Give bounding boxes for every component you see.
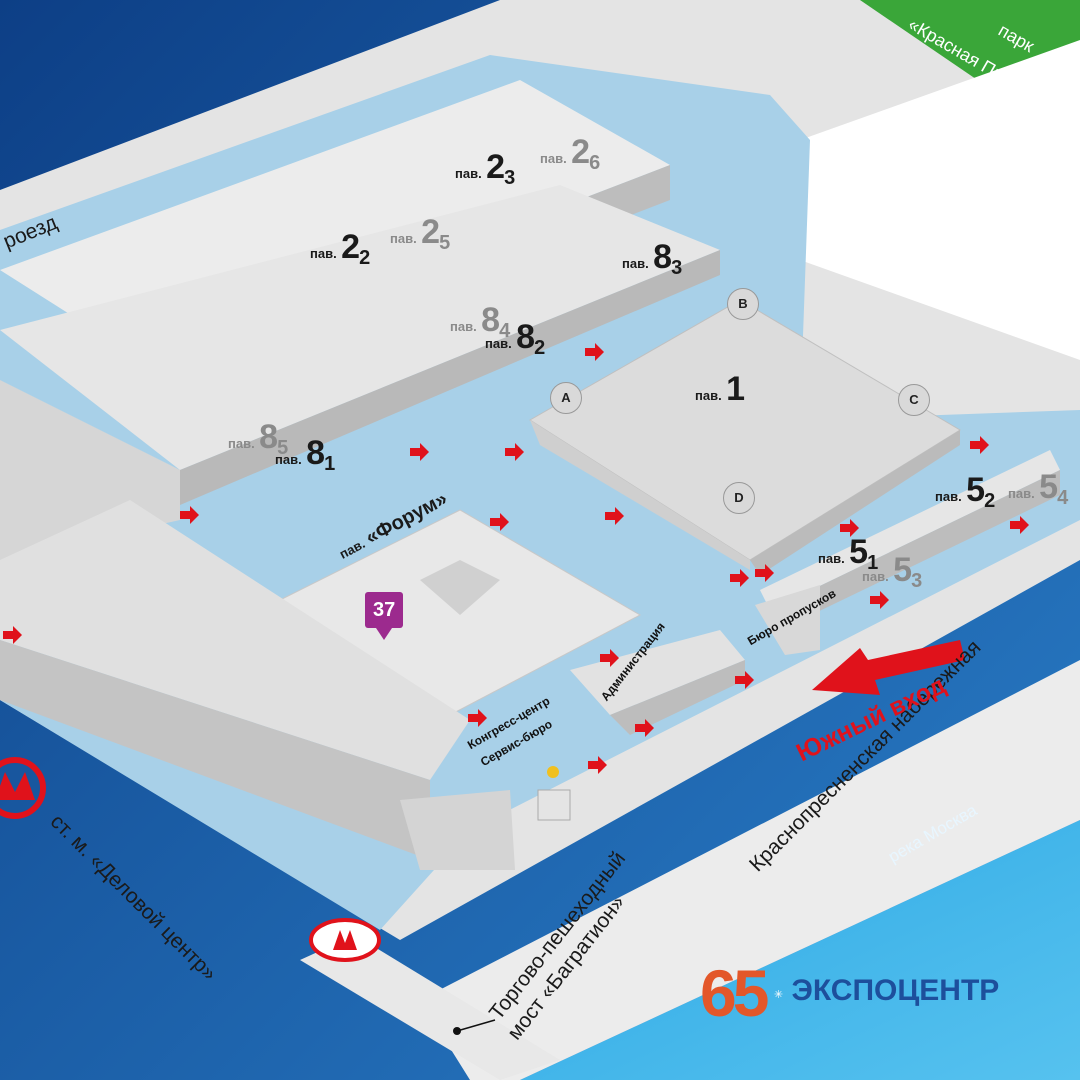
church-dome <box>547 766 559 778</box>
pav-1[interactable]: пав. 1 <box>695 370 745 408</box>
pav5-side <box>770 470 1060 630</box>
entry-arrow <box>1010 516 1029 534</box>
embankment-road <box>420 660 1080 1080</box>
block-ne <box>800 40 1080 360</box>
pav1-corner-a: A <box>550 382 582 414</box>
entry-arrow <box>505 443 524 461</box>
pav-8-5[interactable]: пав. 85 <box>228 418 289 459</box>
pav-8-2[interactable]: пав. 82 <box>485 318 546 359</box>
entry-arrow <box>600 649 619 667</box>
passes-building <box>755 585 820 655</box>
metro-icon <box>0 757 46 819</box>
snowflake-icon: ✳ <box>773 989 784 1001</box>
pav8-roof <box>0 185 720 470</box>
south-west-building <box>0 500 470 780</box>
expocentre-logo: 65 ✳ ЭКСПОЦЕНТР <box>700 960 999 1026</box>
entry-arrow <box>410 443 429 461</box>
entry-arrow <box>840 519 859 537</box>
pav1-side-r <box>750 430 960 575</box>
pav1-corner-d: D <box>723 482 755 514</box>
entry-arrow <box>588 756 607 774</box>
pav-2-2[interactable]: пав. 22 <box>310 228 371 269</box>
south-west-side <box>0 640 430 860</box>
entry-arrow <box>468 709 487 727</box>
pav-5-4[interactable]: пав. 54 <box>1008 468 1069 509</box>
metro-icon-bridge <box>309 918 381 962</box>
pav-8-1[interactable]: пав. 81 <box>275 434 336 475</box>
pav-2-5[interactable]: пав. 25 <box>390 213 451 254</box>
pav-8-3[interactable]: пав. 83 <box>622 238 683 279</box>
admin-building <box>570 630 745 715</box>
entry-arrow <box>970 436 989 454</box>
admin-side <box>610 660 745 735</box>
pav-5-3[interactable]: пав. 53 <box>862 551 923 592</box>
bridge-pointer-line <box>456 1019 496 1032</box>
pav-2-6[interactable]: пав. 26 <box>540 133 601 174</box>
south-entrance-arrow <box>812 640 965 695</box>
stand-marker[interactable] <box>365 592 403 640</box>
pav-5-1[interactable]: пав. 51 <box>818 533 879 574</box>
pav8-side <box>180 250 720 505</box>
entry-arrow <box>870 591 889 609</box>
entry-arrow <box>735 671 754 689</box>
pav-2-3[interactable]: пав. 23 <box>455 148 516 189</box>
congress-tower <box>400 790 515 870</box>
pav1-corner-c: C <box>898 384 930 416</box>
entry-arrow <box>605 507 624 525</box>
entry-arrow <box>490 513 509 531</box>
logo-number: 65 <box>700 956 769 1030</box>
entry-arrow <box>730 569 749 587</box>
pav5-roof <box>760 450 1060 610</box>
pav-5-2[interactable]: пав. 52 <box>935 471 996 512</box>
entry-arrow <box>3 626 22 644</box>
forum-pyramid <box>420 560 500 615</box>
entry-arrow <box>635 719 654 737</box>
pav1-corner-b: B <box>727 288 759 320</box>
logo-name: ЭКСПОЦЕНТР <box>791 974 1000 1007</box>
entry-arrows <box>3 343 1029 774</box>
church <box>537 789 571 821</box>
pav1-side-l <box>530 420 750 570</box>
pav-8-4[interactable]: пав. 84 <box>450 301 511 342</box>
entry-arrow <box>180 506 199 524</box>
entry-arrow <box>755 564 774 582</box>
stand-marker-label[interactable]: 37 <box>373 599 396 621</box>
entry-arrow <box>585 343 604 361</box>
bridge <box>300 935 560 1080</box>
